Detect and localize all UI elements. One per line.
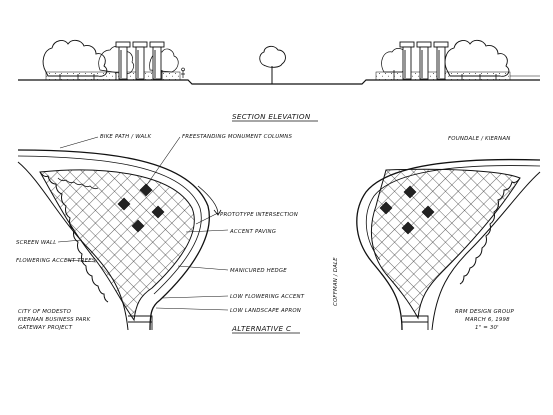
- median-tree: [259, 45, 286, 84]
- ground-line: [18, 79, 540, 85]
- firm-title-block: RRM DESIGN GROUP MARCH 6, 1998 1" = 30': [455, 309, 514, 331]
- leader-lines: [57, 136, 229, 311]
- section-elevation-title: SECTION ELEVATION: [232, 112, 311, 121]
- project-title-block: CITY OF MODESTO KIERNAN BUSINESS PARK GA…: [18, 309, 91, 331]
- label-screen-wall: SCREEN WALL: [16, 240, 56, 246]
- right-plan-corner: [356, 158, 541, 331]
- label-bike-path: BIKE PATH / WALK: [100, 134, 152, 140]
- project-line-2: KIERNAN BUSINESS PARK: [18, 317, 91, 323]
- left-plan-corner: [17, 149, 210, 331]
- right-accent-paving: [370, 168, 521, 320]
- label-low-landscape: LOW LANDSCAPE APRON: [230, 308, 301, 314]
- right-column-markers: [379, 185, 435, 235]
- label-street-ne: FOUNDALE / KIERNAN: [448, 136, 510, 142]
- left-monument-columns: [115, 41, 165, 80]
- alternative-title: ALTERNATIVE C: [231, 324, 291, 333]
- project-line-1: CITY OF MODESTO: [18, 309, 72, 315]
- firm-line-1: RRM DESIGN GROUP: [455, 309, 514, 315]
- left-column-markers: [117, 183, 165, 233]
- right-monument-columns: [399, 41, 449, 80]
- left-curb-line: [17, 149, 210, 331]
- label-street-vertical: COFFMAN / DALE: [333, 257, 339, 306]
- left-accent-paving: [39, 169, 195, 322]
- right-curb-line: [356, 158, 541, 331]
- label-accent-paving: ACCENT PAVING: [229, 229, 276, 235]
- label-low-flowering: LOW FLOWERING ACCENT: [230, 294, 305, 300]
- section-elevation: [18, 39, 540, 85]
- label-prototype-intersection: PROTOTYPE INTERSECTION: [220, 212, 298, 218]
- right-hedge: [459, 177, 521, 285]
- project-line-3: GATEWAY PROJECT: [18, 325, 73, 331]
- label-flowering-trees: FLOWERING ACCENT TREES: [16, 258, 96, 264]
- left-hedge: [39, 171, 109, 303]
- scale-figure-icon: [181, 67, 185, 78]
- label-manicured-hedge: MANICURED HEDGE: [230, 268, 287, 274]
- firm-line-3: 1" = 30': [475, 325, 499, 331]
- label-freestanding-columns: FREESTANDING MONUMENT COLUMNS: [182, 134, 292, 140]
- firm-line-2: MARCH 6, 1998: [465, 317, 510, 323]
